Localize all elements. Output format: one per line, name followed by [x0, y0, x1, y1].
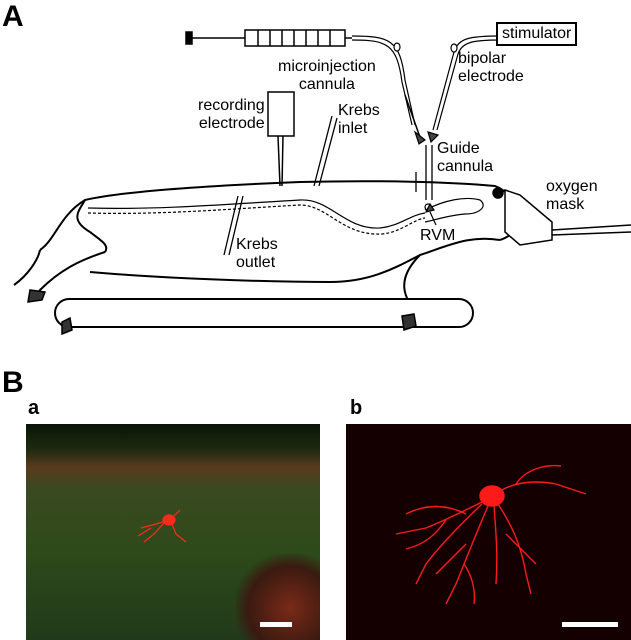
recording-electrode-icon: [267, 91, 295, 187]
label-microinjection-cannula: microinjection cannula: [278, 58, 376, 93]
oxygen-mask-icon: [492, 187, 631, 246]
label-oxygen-mask: oxygen mask: [546, 178, 598, 213]
scale-bar-b: [562, 622, 618, 627]
sublabel-b: b: [350, 397, 363, 419]
support-bar: [54, 298, 474, 328]
panel-letter-b: B: [2, 366, 24, 399]
scale-bar-a: [260, 622, 292, 627]
experimental-setup-diagram: [13, 29, 631, 336]
neuron-a: [137, 509, 187, 543]
label-bipolar-electrode: bipolar electrode: [458, 50, 524, 85]
label-recording-electrode: recording electrode: [198, 97, 265, 132]
panel-letter-a: A: [2, 0, 24, 33]
krebs-inlet-tube: [313, 115, 338, 187]
label-rvm: RVM: [420, 227, 456, 244]
rat-body: [13, 180, 552, 319]
neuron-b: [395, 464, 587, 605]
micrograph-b: [346, 424, 631, 640]
microinjection-tube: [351, 35, 427, 145]
rvm-arrow-icon: [424, 202, 437, 226]
label-stimulator: stimulator: [496, 22, 578, 46]
label-krebs-outlet: Krebs outlet: [236, 236, 278, 271]
micrograph-a: [26, 424, 320, 640]
bipolar-electrode: [427, 35, 501, 144]
label-guide-cannula: Guide cannula: [437, 140, 494, 175]
syringe-icon: [185, 29, 352, 47]
label-krebs-inlet: Krebs inlet: [338, 102, 380, 137]
sublabel-a: a: [28, 397, 40, 419]
krebs-outlet-line: [223, 195, 239, 256]
guide-cannula: [415, 145, 433, 200]
rat-paws: [27, 289, 417, 336]
